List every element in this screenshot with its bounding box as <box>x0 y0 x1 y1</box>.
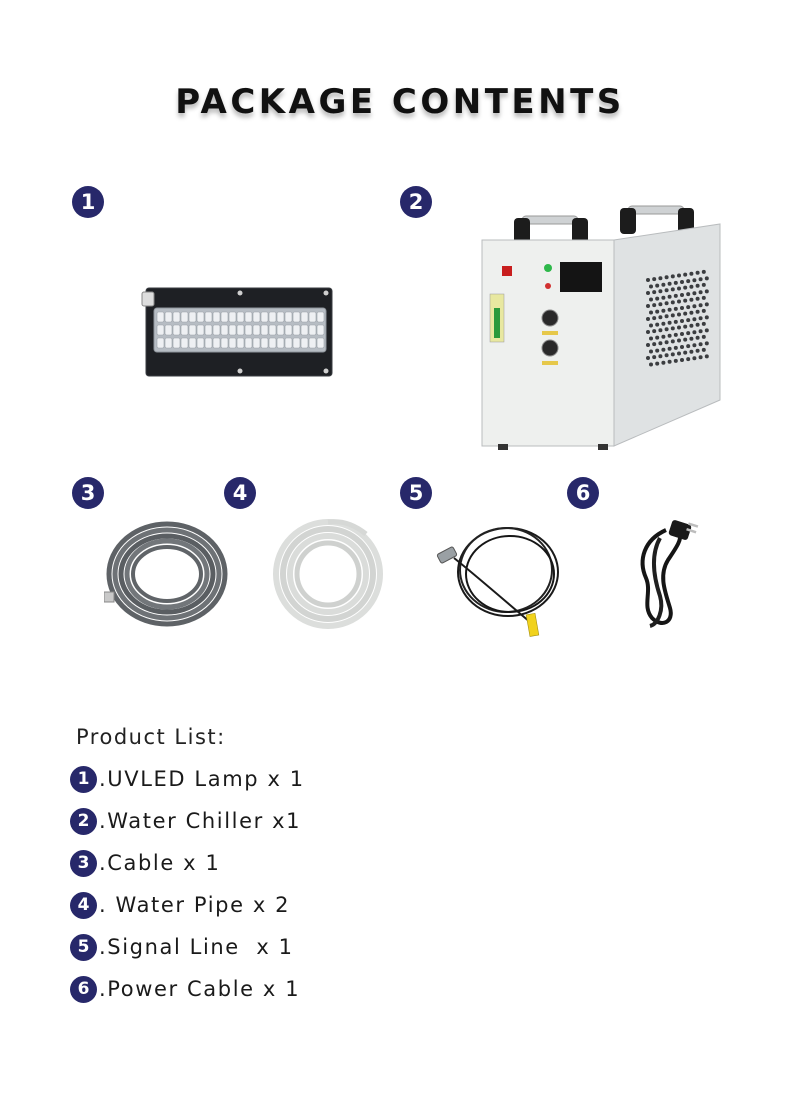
list-item-badge-5: 5 <box>70 934 97 961</box>
power-cable-image <box>640 520 699 628</box>
water-chiller-image <box>481 205 721 450</box>
signal-line-image <box>436 527 559 637</box>
list-item-text-6: .Power Cable x 1 <box>99 977 301 1001</box>
product-list-heading: Product List: <box>76 725 226 749</box>
item-badge-4: 4 <box>224 477 256 509</box>
cable-coil-image <box>104 521 228 627</box>
list-item-text-4: . Water Pipe x 2 <box>99 893 291 917</box>
item-badge-3: 3 <box>72 477 104 509</box>
uvled-lamp-image <box>141 287 333 377</box>
list-item-text-5: .Signal Line x 1 <box>99 935 294 959</box>
list-item-badge-1: 1 <box>70 766 97 793</box>
item-badge-2: 2 <box>400 186 432 218</box>
item-badge-6: 6 <box>567 477 599 509</box>
item-badge-1: 1 <box>72 186 104 218</box>
list-item-badge-2: 2 <box>70 808 97 835</box>
list-item-text-1: .UVLED Lamp x 1 <box>99 767 305 791</box>
list-item-text-2: .Water Chiller x1 <box>99 809 302 833</box>
page-title: PACKAGE CONTENTS <box>175 82 625 122</box>
list-item-badge-3: 3 <box>70 850 97 877</box>
list-item-badge-4: 4 <box>70 892 97 919</box>
list-item-badge-6: 6 <box>70 976 97 1003</box>
item-badge-5: 5 <box>400 477 432 509</box>
water-pipe-coil-image <box>273 519 383 629</box>
list-item-text-3: .Cable x 1 <box>99 851 221 875</box>
